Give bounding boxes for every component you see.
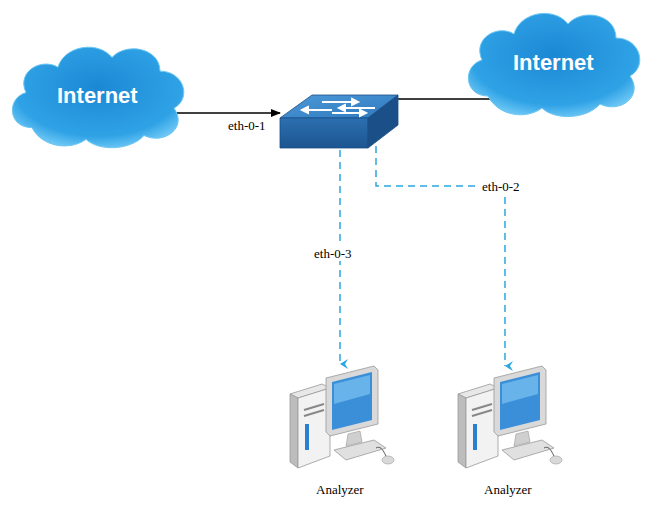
analyzer-host: Analyzer — [450, 364, 566, 500]
host-label: Analyzer — [484, 482, 532, 498]
port-label: eth-0-2 — [480, 179, 522, 194]
computer-icon — [282, 364, 398, 476]
port-label: eth-0-3 — [312, 246, 354, 261]
port-label: eth-0-1 — [226, 118, 268, 133]
cloud-label: Internet — [57, 83, 138, 109]
computer-icon — [450, 364, 566, 476]
host-label: Analyzer — [316, 482, 364, 498]
internet-cloud: Internet — [458, 4, 648, 122]
internet-cloud: Internet — [2, 38, 192, 153]
analyzer-host: Analyzer — [282, 364, 398, 500]
switch-icon — [280, 95, 398, 148]
cloud-label: Internet — [513, 50, 594, 76]
